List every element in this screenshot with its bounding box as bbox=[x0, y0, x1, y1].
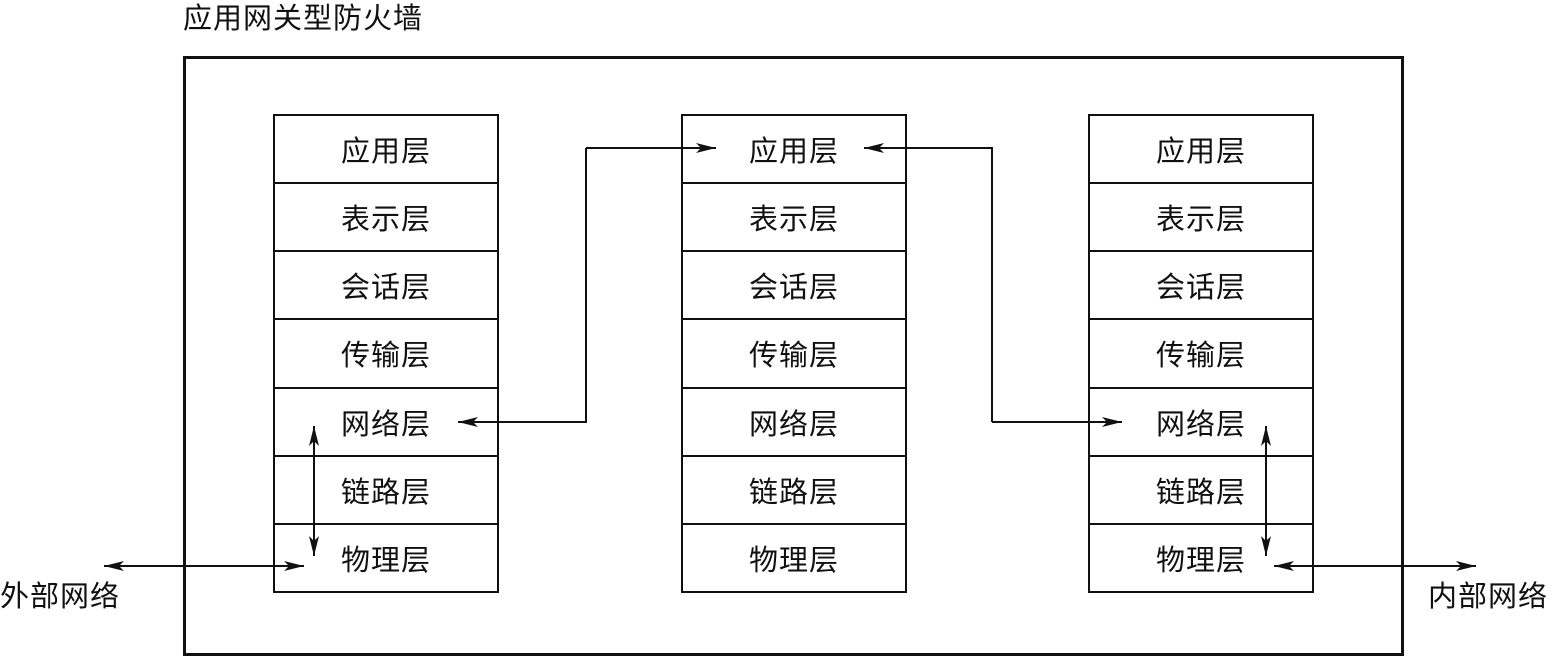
diagram-title: 应用网关型防火墙 bbox=[183, 1, 424, 35]
left-layer-presentation: 表示层 bbox=[275, 182, 497, 250]
middle-layer-presentation: 表示层 bbox=[683, 182, 905, 250]
middle-layer-link: 链路层 bbox=[683, 454, 905, 523]
external-network-label: 外部网络 bbox=[0, 579, 121, 613]
right-layer-network: 网络层 bbox=[1090, 386, 1312, 455]
middle-app-to-left-network-arrow bbox=[458, 148, 587, 427]
middle-layer-session: 会话层 bbox=[683, 250, 905, 318]
middle-layer-transport: 传输层 bbox=[683, 318, 905, 386]
right-layer-link: 链路层 bbox=[1090, 454, 1312, 523]
left-layer-transport: 传输层 bbox=[275, 318, 497, 386]
right-layer-presentation: 表示层 bbox=[1090, 182, 1312, 250]
left-layer-physical: 物理层 bbox=[275, 522, 497, 591]
internal-network-label: 内部网络 bbox=[1428, 579, 1549, 613]
right-layer-transport: 传输层 bbox=[1090, 318, 1312, 386]
right-layer-session: 会话层 bbox=[1090, 250, 1312, 318]
right-protocol-stack: 应用层 表示层 会话层 传输层 网络层 链路层 物理层 bbox=[1088, 114, 1314, 593]
right-network-to-middle-app-arrow bbox=[864, 143, 993, 422]
right-layer-application: 应用层 bbox=[1155, 134, 1246, 169]
left-layer-session: 会话层 bbox=[275, 250, 497, 318]
middle-layer-network: 网络层 bbox=[683, 386, 905, 455]
left-layer-link: 链路层 bbox=[275, 454, 497, 523]
left-layer-application: 应用层 bbox=[340, 134, 431, 169]
middle-layer-application: 应用层 bbox=[748, 134, 839, 169]
right-layer-physical: 物理层 bbox=[1090, 522, 1312, 591]
middle-layer-physical: 物理层 bbox=[683, 522, 905, 591]
middle-protocol-stack: 应用层 表示层 会话层 传输层 网络层 链路层 物理层 bbox=[681, 114, 907, 593]
left-layer-network: 网络层 bbox=[275, 386, 497, 455]
